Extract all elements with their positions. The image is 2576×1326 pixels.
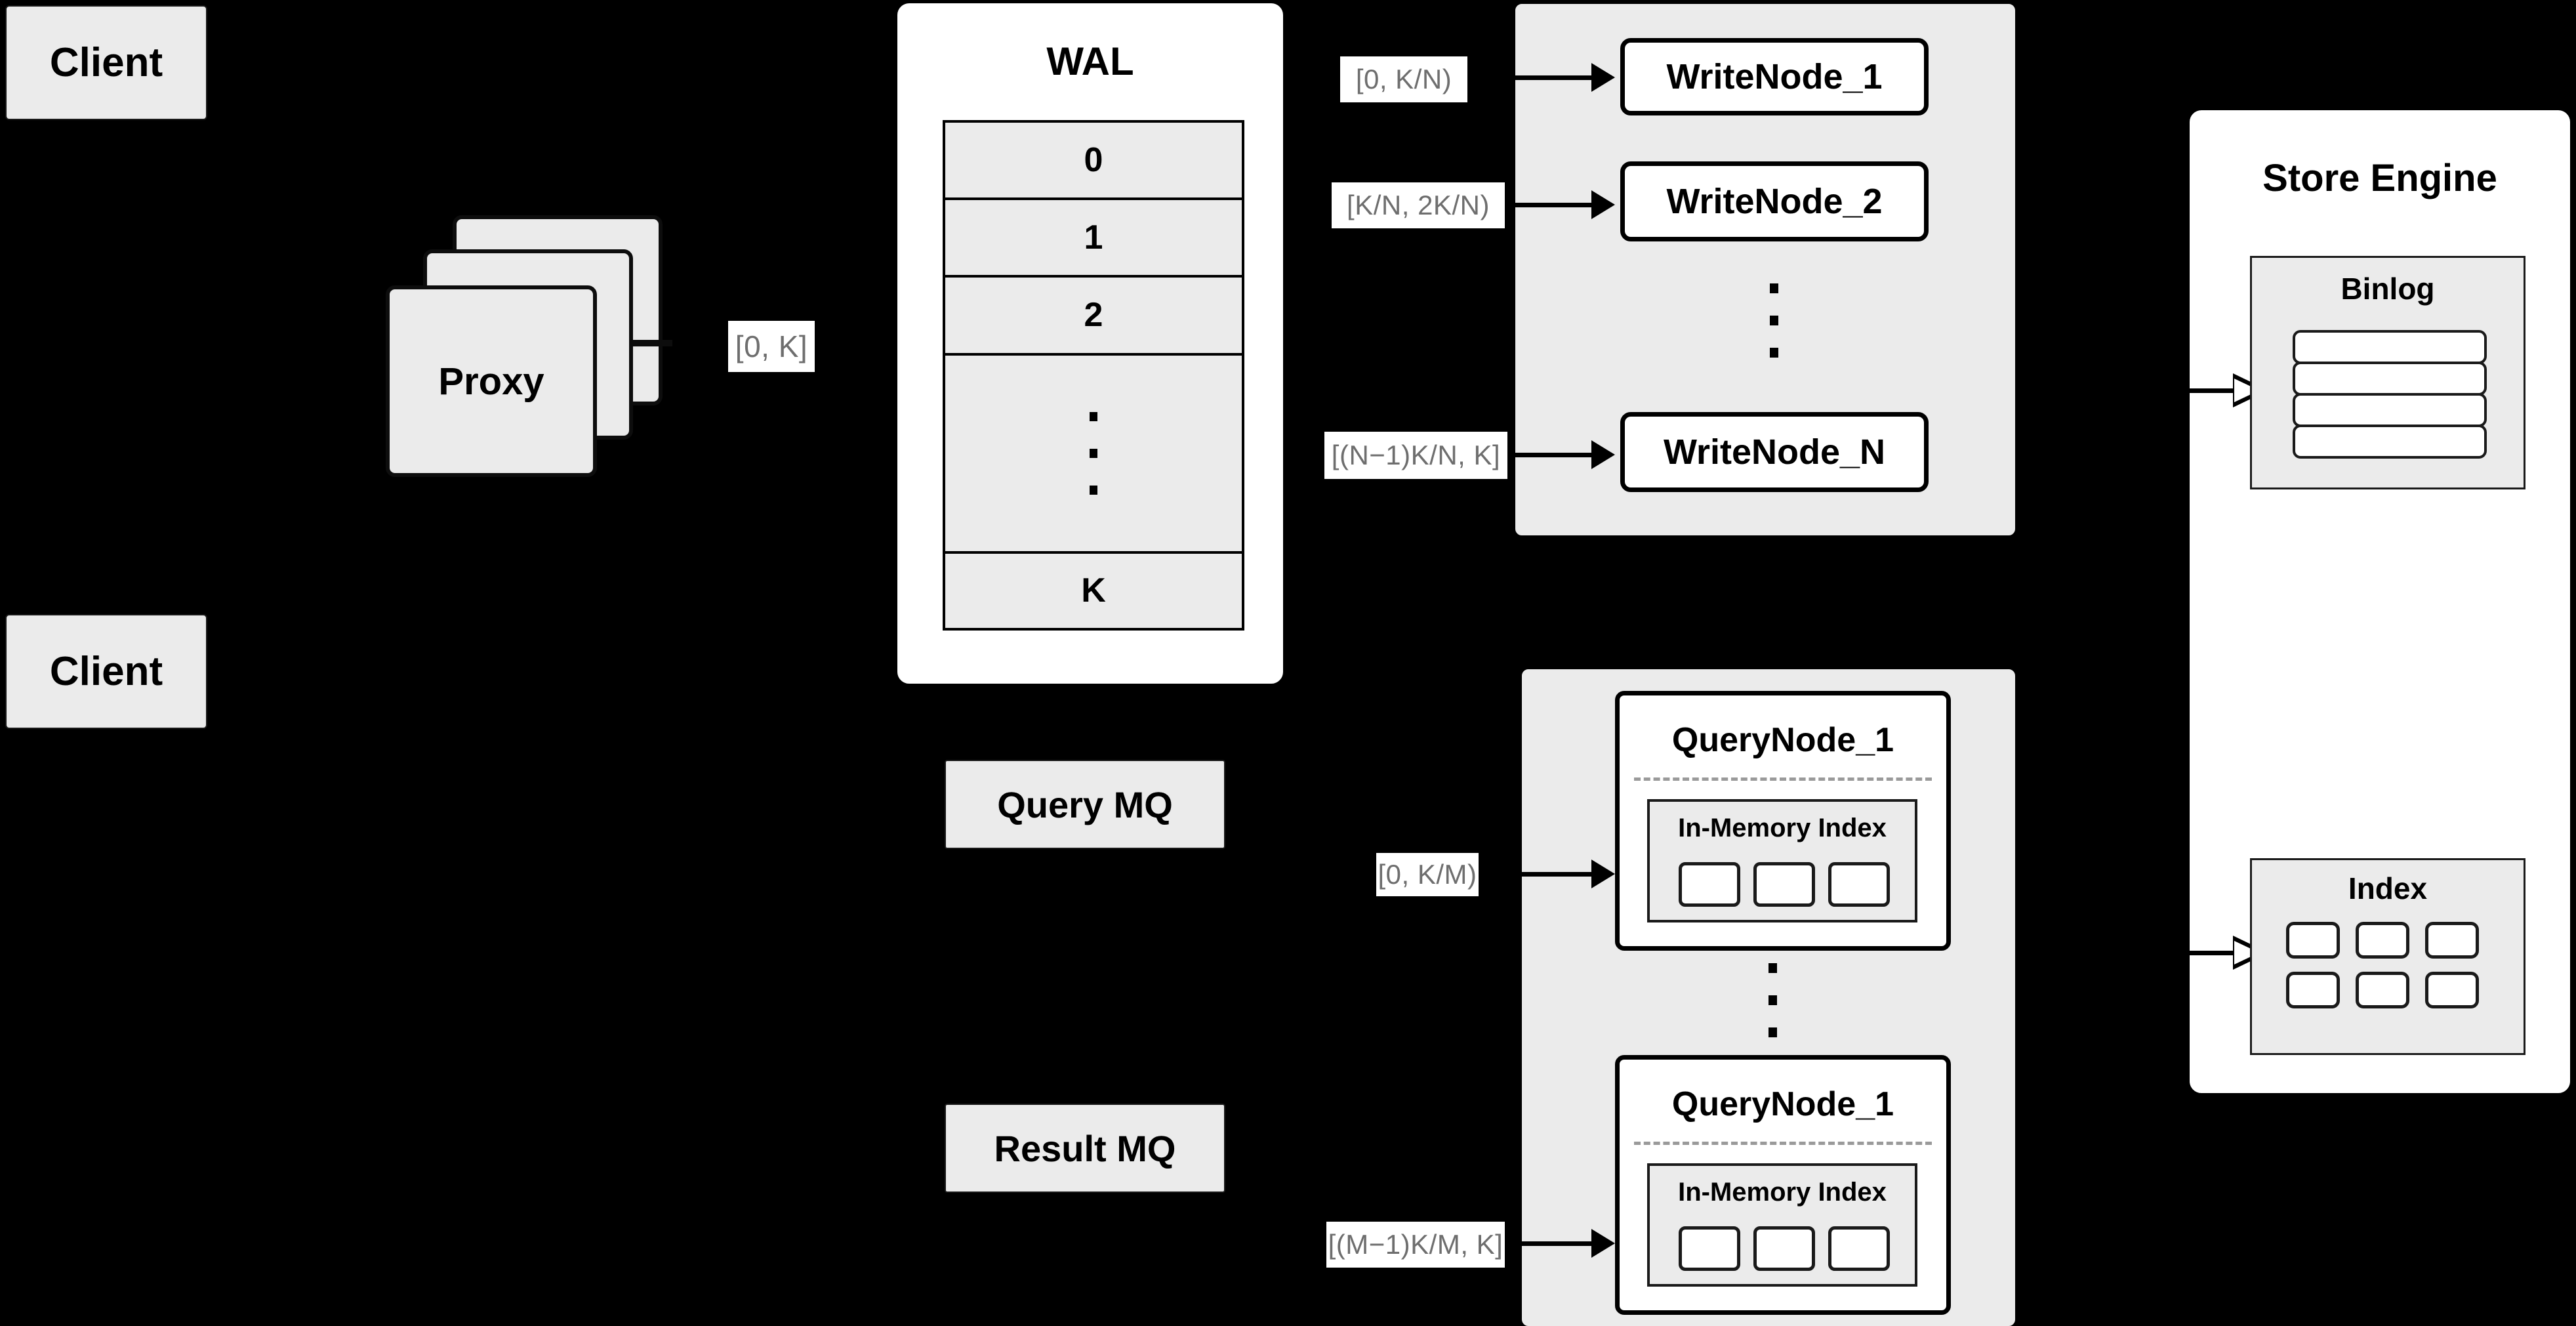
range-label-writenode-1-text: [0, K/N) [1355,64,1452,94]
in-memory-index-cell-2-1[interactable] [1679,1226,1740,1271]
in-memory-index-cell-1-1[interactable] [1679,862,1740,907]
binlog-box: Binlog [2250,256,2525,489]
writenode-box-n[interactable]: WriteNode_N [1620,412,1929,492]
proxy-box[interactable]: Proxy [386,285,597,477]
in-memory-index-box-1: In-Memory Index [1647,799,1917,922]
range-label-writenode-2: [K/N, 2K/N) [1332,182,1505,228]
proxy-connector-stub [632,340,672,346]
querynode-label-2: QueryNode_1 [1671,1085,1894,1123]
in-memory-index-box-2: In-Memory Index [1647,1163,1917,1287]
binlog-row-1[interactable] [2293,330,2487,364]
index-cell-2[interactable] [2356,922,2409,959]
range-label-proxy-wal: [0, K] [728,321,815,372]
query-mq-label: Query MQ [997,783,1173,825]
result-mq-label: Result MQ [994,1127,1176,1169]
client-box-2[interactable]: Client [5,614,207,729]
proxy-label: Proxy [438,360,544,403]
in-memory-index-title-2: In-Memory Index [1678,1178,1887,1207]
querynode-divider-2 [1634,1142,1932,1145]
wal-row-label-2: 2 [1084,296,1103,335]
range-label-querynode-1-text: [0, K/M) [1378,859,1477,890]
index-cell-3[interactable] [2425,922,2479,959]
wal-row-ellipsis [945,355,1242,554]
arrow-head-querynode-2 [1591,1229,1615,1258]
index-cell-4[interactable] [2286,972,2340,1008]
wal-row-label-0: 0 [1084,141,1103,180]
arrow-head-querynode-1 [1591,860,1615,888]
result-mq-box[interactable]: Result MQ [945,1104,1225,1193]
wal-row-label-k: K [1081,571,1106,610]
wal-ellipsis-dot-3 [1090,485,1097,495]
binlog-title: Binlog [2341,272,2435,306]
arrow-head-writenode-2 [1591,190,1615,219]
arrow-head-writenode-n [1591,440,1615,469]
arrow-line-writenode-1 [1502,75,1594,80]
querynode-box-1[interactable]: QueryNode_1 In-Memory Index [1615,691,1951,951]
arrow-line-index [2188,951,2236,955]
write-ellipsis-dot-1 [1770,283,1778,293]
client-label-1: Client [49,40,163,85]
index-cell-6[interactable] [2425,972,2479,1008]
binlog-row-4[interactable] [2293,425,2487,459]
wal-row-2[interactable]: 2 [945,278,1242,356]
writenode-label-1: WriteNode_1 [1666,57,1883,96]
index-cell-1[interactable] [2286,922,2340,959]
querynode-divider-1 [1634,777,1932,781]
in-memory-index-cell-1-3[interactable] [1828,862,1890,907]
writenode-box-2[interactable]: WriteNode_2 [1620,161,1929,241]
in-memory-index-cell-2-2[interactable] [1753,1226,1815,1271]
index-title: Index [2348,871,2428,905]
range-label-querynode-1: [0, K/M) [1376,853,1479,896]
wal-ellipsis-dot-1 [1090,411,1097,421]
range-label-writenode-n: [(N−1)K/N, K] [1324,432,1507,479]
writenode-label-2: WriteNode_2 [1666,182,1883,221]
arrow-line-querynode-1 [1509,872,1594,877]
wal-title: WAL [1046,39,1134,83]
query-ellipsis-dot-1 [1768,963,1777,973]
query-cluster-ellipsis [1768,963,1777,1037]
querynode-label-1: QueryNode_1 [1671,721,1894,759]
write-cluster-ellipsis [1770,283,1778,358]
wal-row-label-1: 1 [1084,218,1103,257]
writenode-box-1[interactable]: WriteNode_1 [1620,38,1929,115]
range-label-querynode-2: [(M−1)K/M, K] [1326,1222,1505,1268]
index-cell-5[interactable] [2356,972,2409,1008]
in-memory-index-cell-1-2[interactable] [1753,862,1815,907]
in-memory-index-title-1: In-Memory Index [1678,814,1887,842]
arrow-line-binlog [2188,388,2236,393]
range-label-writenode-n-text: [(N−1)K/N, K] [1331,440,1501,470]
arrow-line-querynode-2 [1509,1241,1594,1246]
wal-table: 0 1 2 K [943,120,1244,631]
querynode-box-2[interactable]: QueryNode_1 In-Memory Index [1615,1055,1951,1315]
arrow-line-writenode-2 [1509,203,1594,207]
store-engine-title: Store Engine [2262,157,2497,199]
binlog-row-3[interactable] [2293,393,2487,427]
range-label-writenode-2-text: [K/N, 2K/N) [1347,190,1490,220]
arrow-head-writenode-1 [1591,63,1615,92]
query-ellipsis-dot-3 [1768,1027,1777,1037]
binlog-row-2[interactable] [2293,362,2487,396]
client-label-2: Client [49,649,163,694]
wal-row-0[interactable]: 0 [945,123,1242,201]
index-box: Index [2250,858,2525,1055]
wal-row-1[interactable]: 1 [945,200,1242,278]
range-label-querynode-2-text: [(M−1)K/M, K] [1328,1229,1503,1260]
in-memory-index-cell-2-3[interactable] [1828,1226,1890,1271]
write-ellipsis-dot-3 [1770,348,1778,358]
query-ellipsis-dot-2 [1768,995,1777,1005]
writenode-label-n: WriteNode_N [1663,432,1886,472]
range-label-writenode-1: [0, K/N) [1340,56,1467,102]
query-mq-box[interactable]: Query MQ [945,760,1225,849]
client-box-1[interactable]: Client [5,5,207,120]
write-ellipsis-dot-2 [1770,316,1778,325]
wal-ellipsis-dot-2 [1090,448,1097,458]
range-label-proxy-wal-text: [0, K] [735,329,808,363]
arrow-line-writenode-n [1509,453,1594,457]
wal-row-k[interactable]: K [945,553,1242,629]
